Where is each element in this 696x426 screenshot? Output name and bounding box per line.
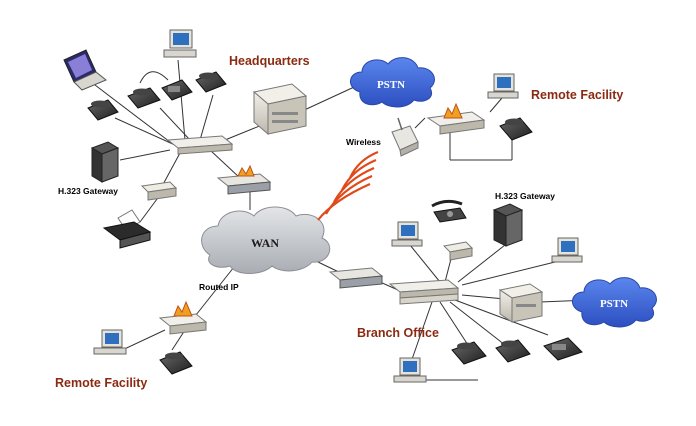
wireless-access-point-icon: [391, 117, 419, 157]
wan-cloud: WAN: [201, 206, 331, 274]
remote-facility-label-bottom: Remote Facility: [55, 376, 148, 390]
firewall-icon: [443, 102, 463, 119]
router-icon: [216, 173, 272, 195]
wireless-signal: [317, 150, 379, 221]
computer-icon: [487, 73, 519, 99]
h323-gateway-label-branch: H.323 Gateway: [495, 191, 556, 201]
server-icon: [252, 83, 308, 136]
ip-phone-icon: [127, 87, 161, 109]
ip-phone-icon: [451, 341, 487, 365]
laptop-icon: [63, 49, 107, 91]
ip-phone-icon: [159, 351, 193, 375]
branch-office-label: Branch Office: [357, 326, 439, 340]
pstn-cloud-top: PSTN: [350, 57, 435, 108]
switch-icon: [166, 135, 234, 155]
pstn-cloud-bottom: PSTN: [572, 277, 657, 328]
ip-phone-icon: [495, 339, 531, 363]
ip-phone-icon: [499, 117, 533, 141]
routed-ip-label: Routed IP: [199, 282, 239, 292]
firewall-icon: [237, 164, 255, 177]
ip-phone-icon: [87, 99, 119, 121]
ip-phone-icon: [161, 79, 193, 101]
network-links: [94, 59, 591, 381]
ip-phone-icon: [195, 71, 227, 93]
wan-label: WAN: [251, 236, 279, 250]
computer-icon: [391, 221, 423, 247]
analog-phone-icon: [431, 199, 467, 223]
computer-icon: [93, 329, 127, 355]
printer-icon: [102, 209, 152, 249]
h323-gateway-label-hq: H.323 Gateway: [58, 186, 119, 196]
switch-icon: [388, 279, 460, 305]
gateway-icon: [492, 203, 524, 247]
router-icon: [442, 241, 474, 261]
remote-facility-label-top: Remote Facility: [531, 88, 624, 102]
computer-icon: [551, 237, 583, 263]
router-icon: [158, 313, 208, 335]
pstn-label-bottom: PSTN: [600, 298, 628, 310]
headquarters-label: Headquarters: [229, 54, 310, 68]
pstn-label-top: PSTN: [377, 79, 405, 91]
server-icon: [498, 283, 544, 323]
gateway-icon: [90, 141, 120, 183]
computer-icon: [393, 357, 427, 383]
router-icon: [140, 181, 178, 201]
ip-phone-icon: [543, 337, 583, 361]
wireless-label: Wireless: [346, 137, 381, 147]
firewall-icon: [173, 300, 193, 317]
router-icon: [328, 267, 384, 289]
computer-icon: [163, 29, 197, 58]
